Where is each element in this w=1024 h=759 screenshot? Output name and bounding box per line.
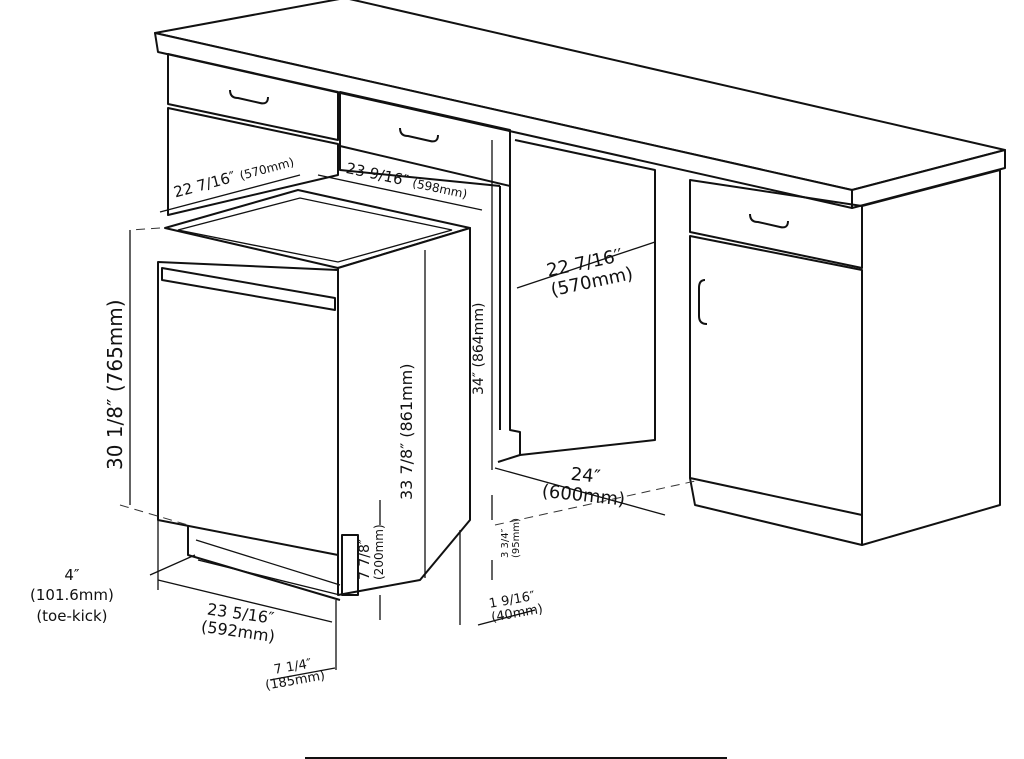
dishwasher <box>157 189 471 601</box>
dim-text: 30 1/8″ (765mm) <box>103 299 127 470</box>
door-height-label: 30 1/8″ (765mm) <box>103 299 127 470</box>
toe-kick-label: 4″ (101.6mm) (toe-kick) <box>30 565 114 626</box>
door-handle <box>698 279 708 325</box>
opening-width-label: 24″ (600mm) <box>541 462 628 510</box>
dim-mm: (101.6mm) <box>30 586 114 605</box>
dim-inch: 7 7/8″ <box>357 538 373 580</box>
dim-inch: 3 3/4″ <box>500 528 511 558</box>
dim-text: 33 7/8″ (861mm) <box>397 363 416 500</box>
dim-text: 34″ (864mm) <box>471 302 487 395</box>
drawer-handle <box>399 127 439 143</box>
opening-wall <box>514 139 656 456</box>
door-handle-bar <box>161 267 336 311</box>
counter-height-label: 34″ (864mm) <box>471 302 487 395</box>
dim-mm: (200mm) <box>372 524 387 580</box>
unit-height-label: 33 7/8″ (861mm) <box>397 363 416 500</box>
dimension-lines <box>119 140 727 759</box>
drawer-handle <box>749 213 789 229</box>
right-cabinet <box>689 169 1001 546</box>
base-height-label: 7 7/8″ (200mm) <box>357 524 387 580</box>
left-cabinet <box>167 53 521 463</box>
dim-inch: 4″ <box>64 566 80 584</box>
dim-mm: (95mm) <box>511 517 522 558</box>
leg-adjust-label: 3 3/4″ (95mm) <box>500 518 522 558</box>
countertop <box>154 0 1006 209</box>
drawer-handle <box>229 89 269 105</box>
dim-note: (toe-kick) <box>36 606 108 625</box>
